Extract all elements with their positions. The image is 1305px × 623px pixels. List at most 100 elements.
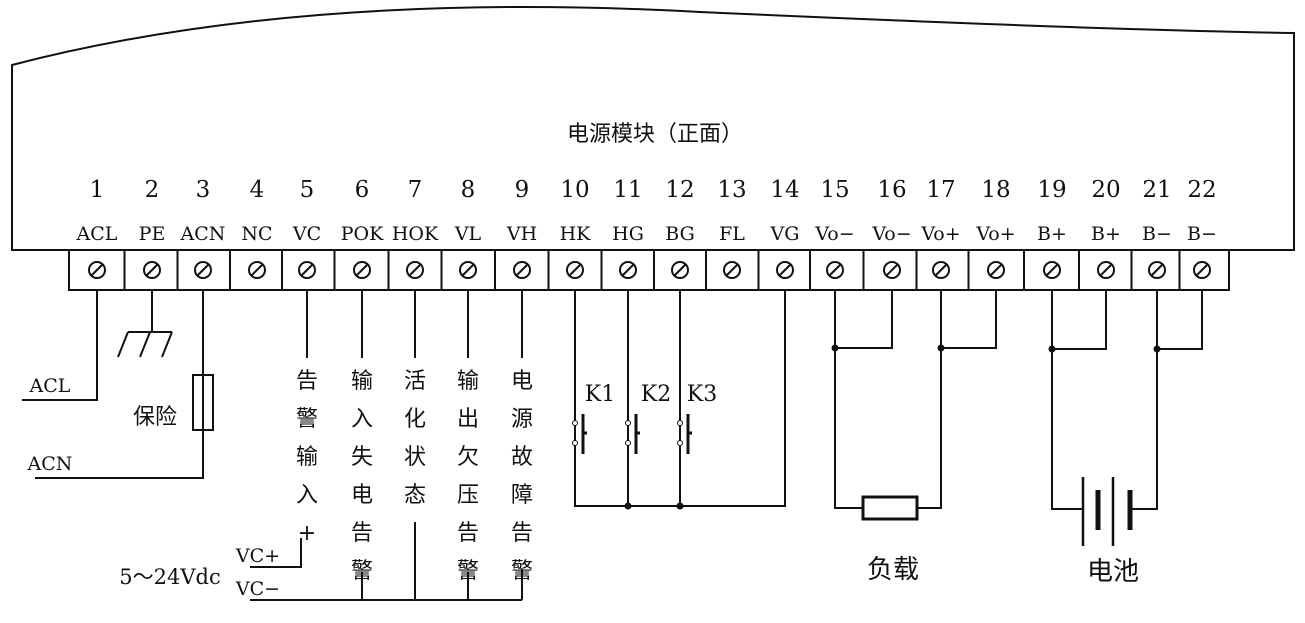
terminal-number: 19 <box>1037 177 1066 203</box>
junction-dot <box>831 344 839 352</box>
terminal-label: BG <box>665 223 695 245</box>
acl-label: ACL <box>29 375 71 397</box>
terminal-block <box>68 249 1230 291</box>
terminal-11[interactable] <box>619 261 637 279</box>
terminal-10[interactable] <box>566 261 584 279</box>
screw-icon <box>88 261 106 279</box>
terminal-number: 17 <box>926 177 955 203</box>
screw-slot-icon <box>1195 263 1209 277</box>
screw-slot-icon <box>300 263 314 277</box>
terminal-number: 1 <box>90 177 105 203</box>
screw-icon <box>826 261 844 279</box>
terminal-number: 9 <box>515 177 530 203</box>
screw-slot-icon <box>934 263 948 277</box>
terminal-label: PE <box>139 223 166 245</box>
screw-slot-icon <box>989 263 1003 277</box>
screw-slot-icon <box>145 263 159 277</box>
junction-dot <box>1048 345 1056 353</box>
terminal-number: 11 <box>613 177 642 203</box>
screw-icon <box>1148 261 1166 279</box>
terminal-14[interactable] <box>776 261 794 279</box>
screw-slot-icon <box>196 263 210 277</box>
terminal-label: VH <box>506 223 537 245</box>
terminal-number: 12 <box>665 177 694 203</box>
signal-label-input-loss-alarm: 输入失电告警 <box>350 369 373 584</box>
terminal-15[interactable] <box>826 261 844 279</box>
vc-plus-wire <box>250 538 302 568</box>
screw-icon <box>406 261 424 279</box>
terminal-3[interactable] <box>194 261 212 279</box>
module-title: 电源模块（正面） <box>567 122 743 147</box>
screw-icon <box>248 261 266 279</box>
terminal-label: VG <box>770 223 800 245</box>
terminal-17[interactable] <box>932 261 950 279</box>
terminal-label: ACN <box>180 223 226 245</box>
screw-icon <box>776 261 794 279</box>
battery-icon <box>1081 477 1133 546</box>
terminal-number: 15 <box>820 177 849 203</box>
terminal-18[interactable] <box>987 261 1005 279</box>
screw-icon <box>1193 261 1211 279</box>
screw-icon <box>1097 261 1115 279</box>
terminal-number: 8 <box>461 177 476 203</box>
terminal-label: Vo− <box>814 223 854 245</box>
terminal-number: 22 <box>1187 177 1216 203</box>
junction-dot <box>624 502 632 510</box>
screw-slot-icon <box>621 263 635 277</box>
screw-slot-icon <box>673 263 687 277</box>
terminal-5[interactable] <box>298 261 316 279</box>
module-outline <box>11 6 1295 251</box>
terminal-label: HG <box>612 223 644 245</box>
terminal-label: POK <box>341 223 384 245</box>
terminal-16[interactable] <box>883 261 901 279</box>
terminal-number: 20 <box>1091 177 1120 203</box>
terminal-22[interactable] <box>1193 261 1211 279</box>
load-resistor-icon <box>861 495 919 521</box>
k1-label: K1 <box>585 382 615 407</box>
terminal-6[interactable] <box>353 261 371 279</box>
screw-icon <box>143 261 161 279</box>
screw-icon <box>566 261 584 279</box>
terminal-label: VC <box>292 223 321 245</box>
supply-label: 5～24Vdc <box>119 565 220 589</box>
terminal-number: 3 <box>196 177 211 203</box>
acn-wire <box>35 290 204 479</box>
terminal-13[interactable] <box>723 261 741 279</box>
signal-label-power-fault-alarm: 电源故障告警 <box>510 369 533 584</box>
screw-icon <box>353 261 371 279</box>
terminal-2[interactable] <box>143 261 161 279</box>
screw-slot-icon <box>355 263 369 277</box>
terminal-9[interactable] <box>513 261 531 279</box>
terminal-12[interactable] <box>671 261 689 279</box>
terminal-number: 13 <box>717 177 746 203</box>
terminal-20[interactable] <box>1097 261 1115 279</box>
junction-dot <box>937 344 945 352</box>
terminal-19[interactable] <box>1043 261 1061 279</box>
terminal-7[interactable] <box>406 261 424 279</box>
terminal-label: Vo− <box>871 223 911 245</box>
terminal-number: 21 <box>1142 177 1171 203</box>
load-wires <box>834 290 997 509</box>
screw-slot-icon <box>778 263 792 277</box>
screw-slot-icon <box>828 263 842 277</box>
terminal-label: NC <box>241 223 272 245</box>
screw-slot-icon <box>725 263 739 277</box>
terminal-number: 14 <box>770 177 799 203</box>
screw-slot-icon <box>885 263 899 277</box>
terminal-4[interactable] <box>248 261 266 279</box>
screw-icon <box>1043 261 1061 279</box>
screw-slot-icon <box>1045 263 1059 277</box>
acl-wire <box>22 290 98 401</box>
screw-icon <box>671 261 689 279</box>
terminal-label: B− <box>1142 223 1172 245</box>
signal-label-output-undervoltage-alarm: 输出欠压告警 <box>456 369 479 584</box>
terminal-1[interactable] <box>88 261 106 279</box>
ground-icon <box>117 331 173 358</box>
battery-label: 电池 <box>1087 557 1139 587</box>
terminal-8[interactable] <box>459 261 477 279</box>
terminal-label: VL <box>454 223 482 245</box>
terminal-label: Vo+ <box>920 223 960 245</box>
screw-slot-icon <box>568 263 582 277</box>
terminal-21[interactable] <box>1148 261 1166 279</box>
